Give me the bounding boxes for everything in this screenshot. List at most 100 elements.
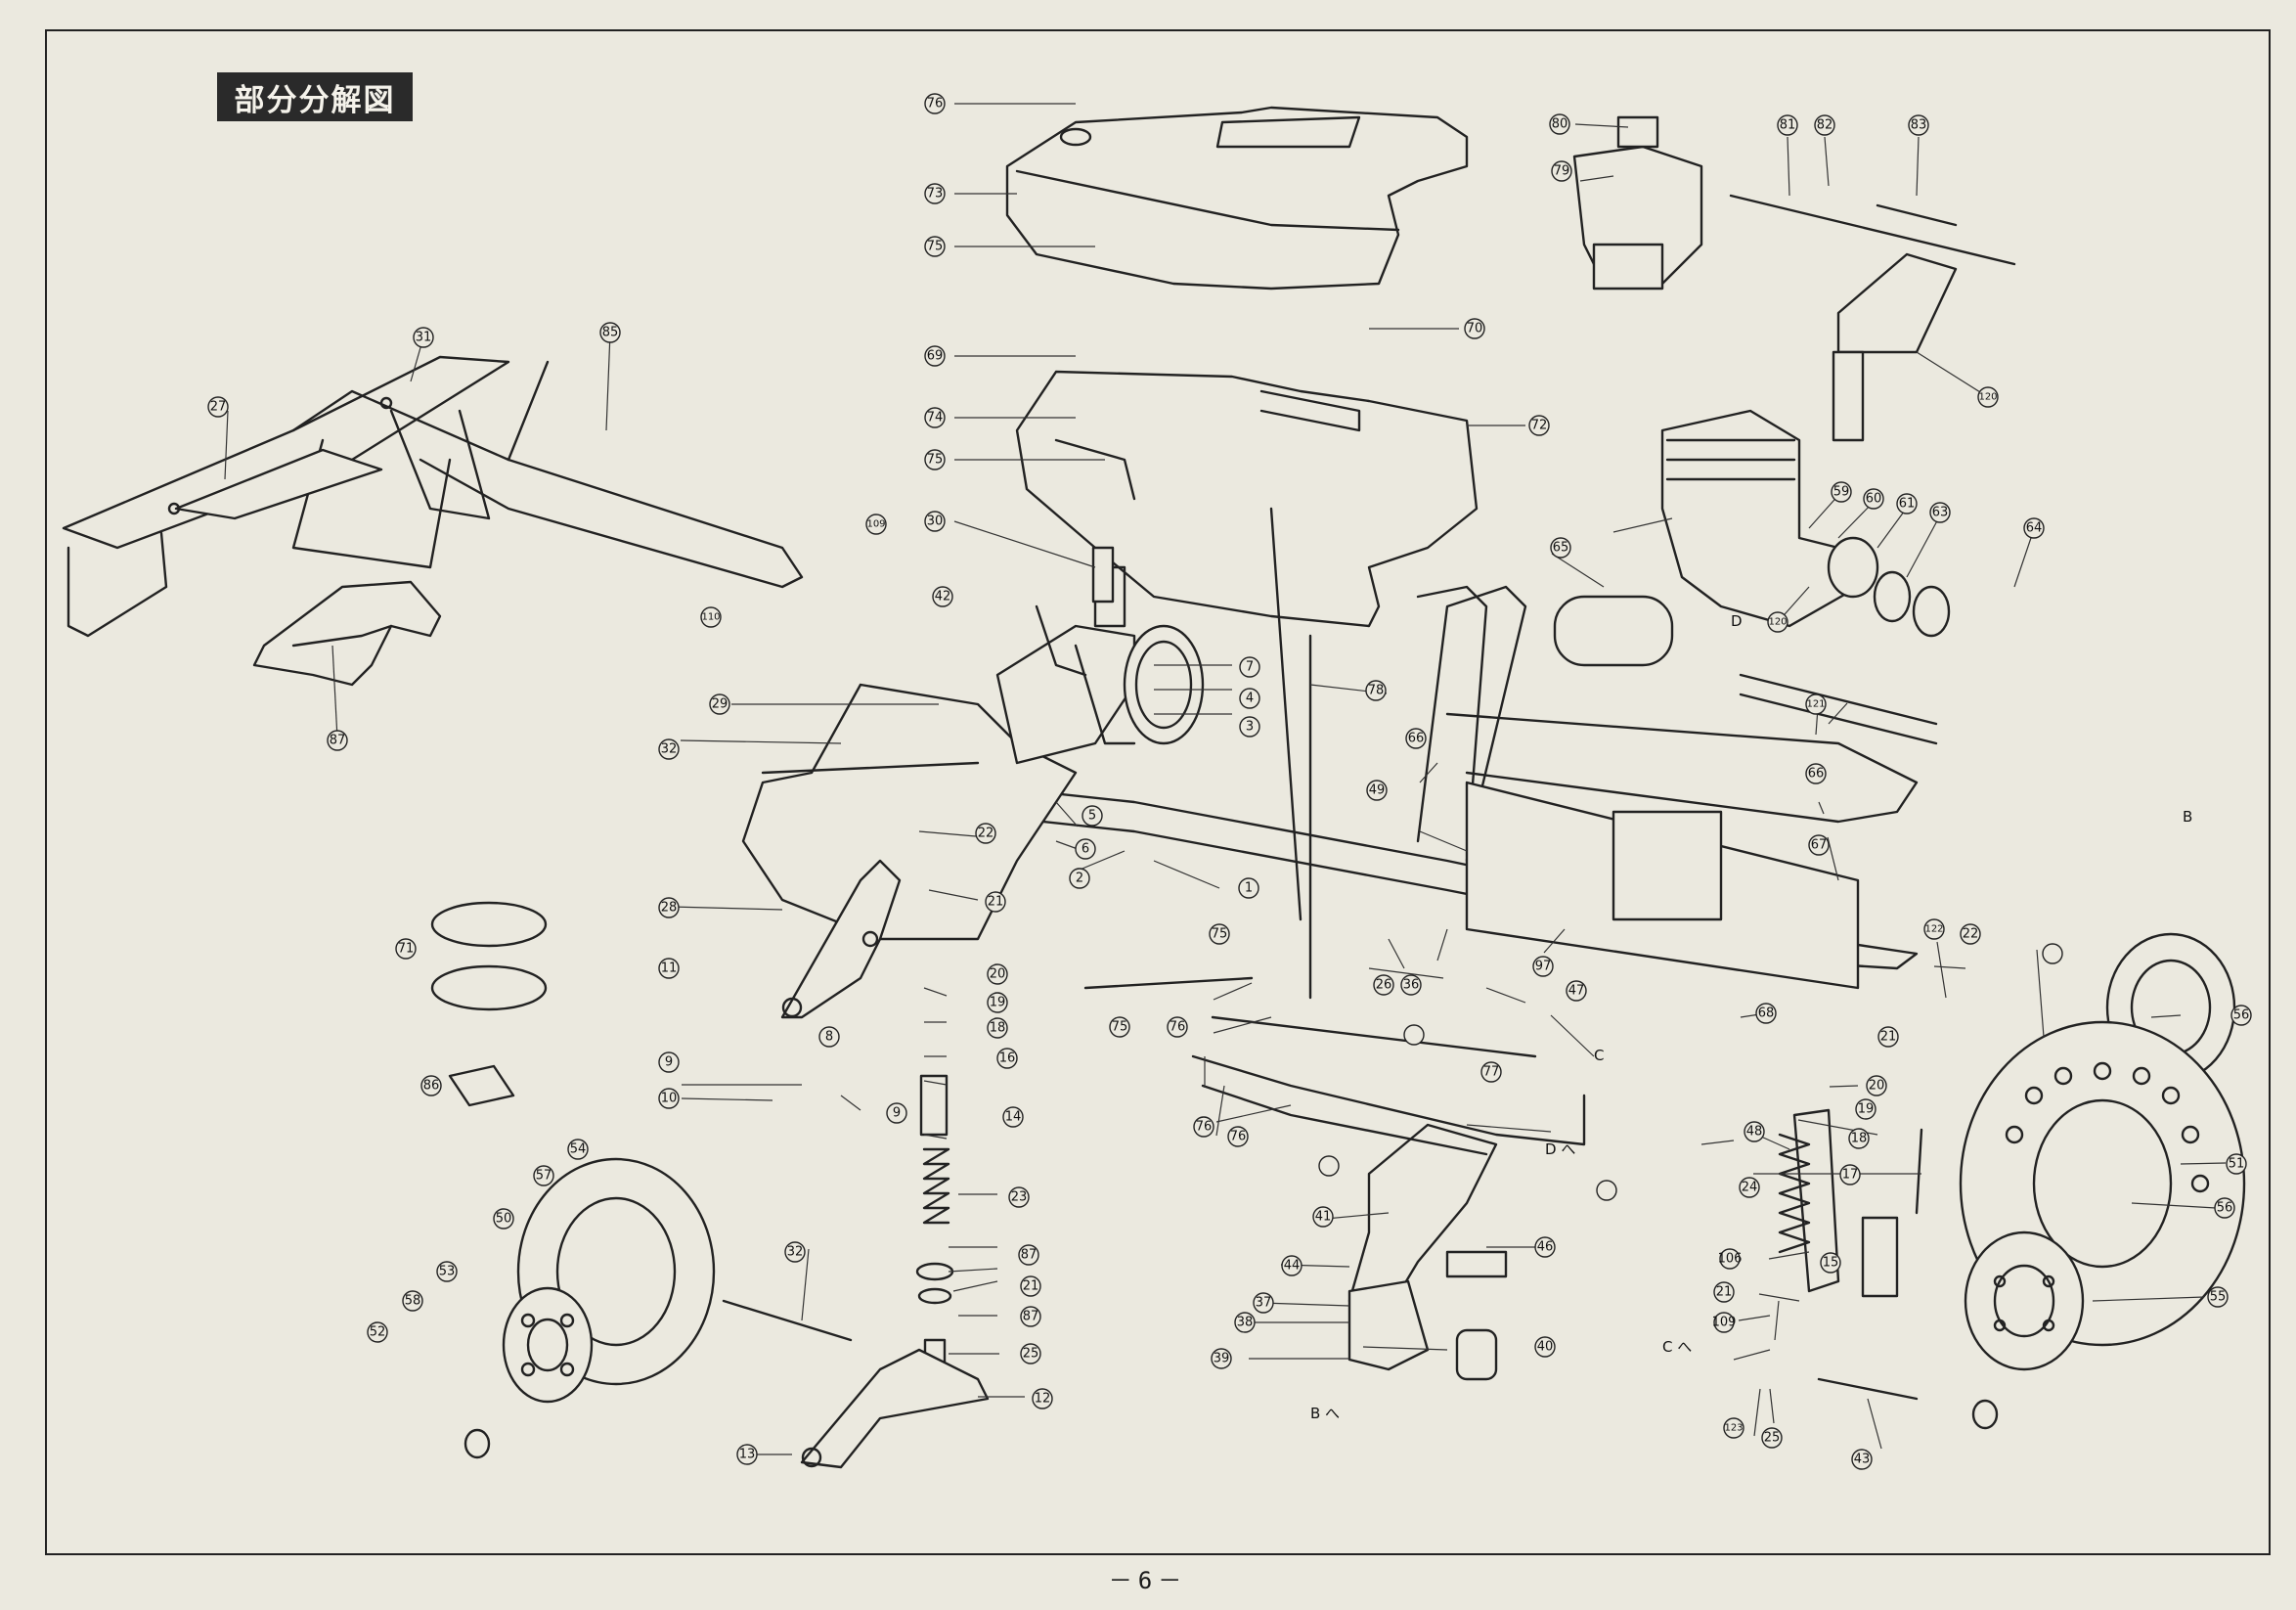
svg-text:8: 8: [825, 1030, 833, 1045]
svg-text:27: 27: [210, 400, 227, 415]
callout-87-front-b: 87: [1020, 1306, 1041, 1327]
svg-text:109: 109: [1712, 1316, 1737, 1330]
exhaust-parts: [1553, 194, 2016, 745]
callout-109: 110: [700, 606, 722, 628]
svg-text:24: 24: [1742, 1181, 1758, 1195]
callout-65: 66: [1805, 763, 1827, 784]
callout-35: 36: [1400, 974, 1422, 996]
callout-14: 14: [1002, 1106, 1024, 1128]
callout-24: 24: [1739, 1177, 1760, 1198]
callout-85: 86: [420, 1075, 442, 1096]
callout-55: 56: [2230, 1005, 2252, 1026]
svg-text:9: 9: [893, 1106, 901, 1121]
callout-8: 8: [818, 1026, 840, 1048]
callout-56-b: 58: [402, 1290, 423, 1312]
callout-120-b: 123: [1723, 1417, 1744, 1439]
callout-40: 41: [1312, 1206, 1334, 1228]
callout-66-b: 68: [1755, 1003, 1777, 1024]
svg-text:9: 9: [665, 1055, 673, 1070]
callout-69: 71: [395, 938, 417, 960]
svg-text:123: 123: [1724, 1423, 1743, 1434]
tag-c-to: C へ: [1662, 1338, 1692, 1356]
callout-97: 97: [1532, 956, 1554, 977]
svg-text:19: 19: [990, 996, 1006, 1010]
callout-18-front: 18: [987, 1017, 1008, 1039]
callout-7: 7: [1239, 656, 1260, 678]
callout-54: 56: [2214, 1197, 2235, 1219]
callout-47: 49: [1366, 780, 1388, 801]
svg-text:79: 79: [1554, 164, 1570, 179]
svg-text:11: 11: [661, 962, 678, 976]
svg-text:87: 87: [1021, 1248, 1038, 1263]
callout-31: 31: [413, 327, 434, 348]
callout-2: 2: [1069, 868, 1090, 889]
callout-5: 5: [1082, 805, 1103, 827]
callout-86: 87: [327, 730, 348, 751]
callout-44: 46: [1534, 1236, 1556, 1258]
callout-19-rear: 19: [1855, 1098, 1877, 1120]
svg-text:18: 18: [990, 1021, 1006, 1036]
callout-3: 3: [1239, 716, 1260, 738]
callout-81: 81: [1777, 114, 1798, 136]
svg-text:37: 37: [1256, 1296, 1272, 1311]
svg-text:44: 44: [1284, 1259, 1301, 1274]
svg-text:10: 10: [661, 1092, 678, 1106]
callout-83: 83: [1908, 114, 1929, 136]
callout-49: 51: [2226, 1153, 2247, 1175]
svg-text:46: 46: [1537, 1240, 1554, 1255]
svg-text:47: 47: [1568, 984, 1585, 999]
svg-text:66: 66: [1408, 732, 1425, 746]
chassis-tub-70: [1015, 370, 1479, 628]
svg-text:63: 63: [1932, 506, 1949, 520]
svg-text:5: 5: [1088, 809, 1096, 824]
callout-123: [1318, 1155, 1340, 1177]
callout-20-rear: 20: [1866, 1075, 1887, 1096]
fuel-tank-cover: [1005, 106, 1469, 291]
callout-106: 109: [865, 514, 887, 535]
callout-22-rear: 22: [1960, 923, 1981, 945]
tag-b-to: B へ: [1310, 1405, 1340, 1422]
svg-text:50: 50: [496, 1212, 512, 1227]
rear-upright-assembly: [1347, 1123, 1919, 1401]
callout-37: 38: [1234, 1312, 1256, 1333]
svg-text:66: 66: [1808, 767, 1825, 782]
svg-text:53: 53: [439, 1265, 456, 1279]
callout-63: 65: [1550, 537, 1571, 559]
svg-text:54: 54: [570, 1142, 587, 1157]
callout-23: 23: [1008, 1186, 1030, 1208]
callout-21-rear-b: 21: [1713, 1281, 1735, 1303]
callout-29: 29: [709, 693, 730, 715]
tire-bands-69: [430, 901, 548, 1011]
callout-38: 39: [1211, 1348, 1232, 1369]
svg-text:109: 109: [866, 519, 885, 530]
callout-77: 78: [1365, 680, 1387, 701]
svg-text:32: 32: [787, 1245, 804, 1260]
svg-text:21: 21: [1716, 1285, 1733, 1300]
callout-15: 15: [1820, 1252, 1841, 1274]
svg-text:122: 122: [1924, 924, 1943, 935]
damper-front: [915, 1074, 954, 1366]
callout-84: 85: [599, 322, 621, 343]
callout-19-front: 19: [987, 992, 1008, 1013]
callout-1: 1: [1238, 877, 1259, 899]
tag-b: B: [2183, 808, 2192, 826]
leader-lines: [224, 103, 2227, 1455]
callout-50: 52: [367, 1321, 388, 1343]
svg-text:36: 36: [1403, 978, 1420, 993]
callout-121: [1596, 1180, 1617, 1201]
svg-text:22: 22: [978, 827, 994, 841]
callout-27: 27: [207, 396, 229, 418]
callout-42: 43: [1851, 1449, 1873, 1470]
callout-32: 32: [784, 1241, 806, 1263]
callout-28: 28: [658, 897, 680, 918]
callout-73: 75: [924, 449, 946, 470]
svg-text:106: 106: [1718, 1252, 1743, 1267]
tag-d: D: [1731, 612, 1743, 630]
callout-60: 63: [1929, 502, 1951, 523]
svg-text:43: 43: [1854, 1453, 1871, 1467]
svg-text:76: 76: [1230, 1130, 1247, 1144]
callout-17: 17: [1839, 1164, 1861, 1185]
svg-text:75: 75: [1112, 1020, 1128, 1035]
svg-text:69: 69: [927, 349, 944, 364]
